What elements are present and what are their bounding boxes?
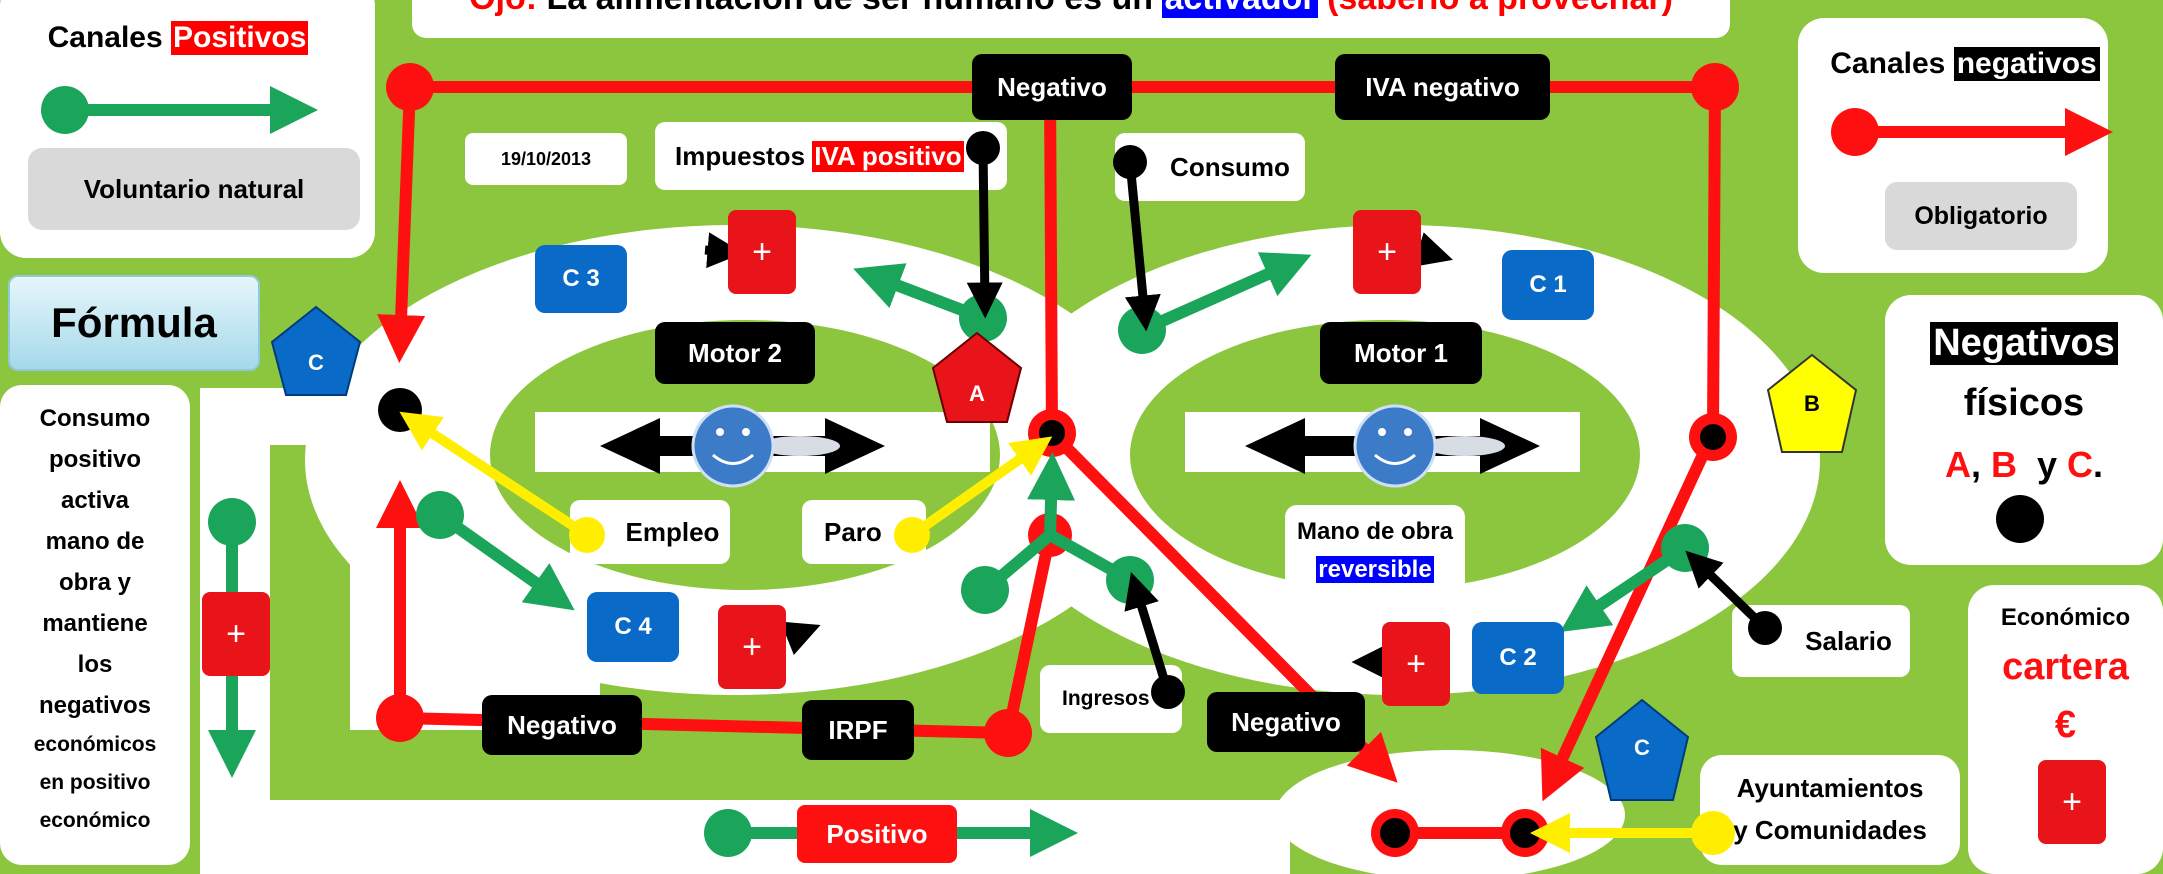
economico-plus: + [2038, 760, 2106, 844]
legend-negative-subtitle: Obligatorio [1885, 182, 2077, 250]
paro-label: Paro [802, 500, 926, 564]
c1-box: C 1 [1502, 250, 1594, 320]
yellow-arrows [399, 411, 1713, 853]
c3-box: C 3 [535, 245, 627, 313]
motor1-label: Motor 1 [1320, 322, 1482, 384]
c2-box: C 2 [1472, 622, 1564, 694]
legend-positive-title: Canales Positivos [47, 21, 309, 55]
smiley-icon-motor1 [1353, 404, 1505, 488]
pentagon-bottom-c-label: C [1634, 735, 1650, 760]
plus-box-top-right: + [1353, 210, 1421, 294]
legend-positive-subtitle: Voluntario natural [28, 148, 360, 230]
c4-box: C 4 [587, 592, 679, 662]
plus-box-bottom-left: + [718, 605, 786, 689]
irpf-label: IRPF [802, 700, 914, 760]
iva-negativo-label: IVA negativo [1335, 54, 1550, 120]
top-banner [412, 0, 1730, 38]
plus-box-bottom-right: + [1382, 622, 1450, 706]
economico-cartera: cartera [2002, 645, 2129, 688]
consumo-label: Consumo [1115, 133, 1305, 201]
plus-box-top-left: + [728, 210, 796, 294]
negativos-title: Negativos [1885, 318, 2163, 368]
formula-button[interactable]: Fórmula [8, 275, 260, 371]
legend-negative-title: Canales negativos [1820, 44, 2110, 84]
positivo-bottom-label: Positivo [797, 805, 957, 863]
negativo-bottom-left-label: Negativo [482, 695, 642, 755]
left-panel [0, 385, 190, 865]
pentagon-b [1766, 353, 1858, 453]
top-banner-text: Ojo: La alimentación de ser humano es un… [412, 0, 1730, 18]
negativo-top-label: Negativo [972, 54, 1132, 120]
pentagon-bottom-c [1594, 698, 1690, 801]
impuestos-label: Impuestos IVA positivo [655, 122, 1007, 190]
smiley-icon-motor2 [691, 404, 840, 488]
negativo-bottom-right-label: Negativo [1207, 692, 1365, 752]
pentagon-b-label: B [1804, 391, 1820, 416]
salario-label: Salario [1732, 605, 1910, 677]
economico-currency: € [2054, 703, 2077, 746]
black-dot-icon [1996, 495, 2044, 543]
plus-box-left-side: + [202, 592, 270, 676]
pentagon-a [931, 331, 1023, 423]
black-input-arrows [704, 147, 1769, 694]
pentagon-left-c [270, 305, 362, 396]
negativos-line2: físicos [1963, 381, 2085, 424]
date-label: 19/10/2013 [465, 133, 627, 185]
empleo-label: Empleo [570, 500, 730, 564]
mano-obra-label: Mano de obra reversible [1285, 505, 1465, 605]
pentagon-a-label: A [969, 381, 985, 406]
ayuntamientos-label: Ayuntamientos y Comunidades [1700, 755, 1960, 865]
motor2-label: Motor 2 [655, 322, 815, 384]
negativos-abc: A, B y C. [1944, 444, 2104, 485]
economico-title: Económico [2000, 604, 2131, 631]
pentagon-left-c-label: C [308, 350, 324, 375]
